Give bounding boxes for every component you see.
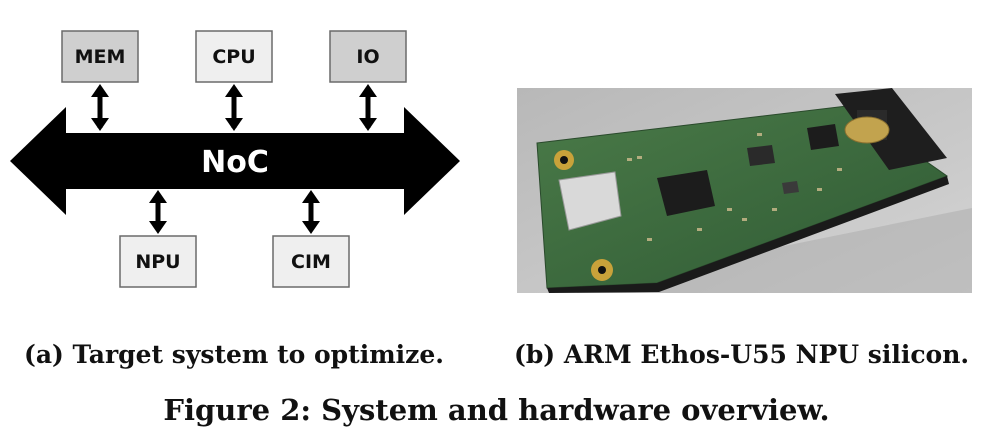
noc-system-diagram: NoC MEM CPU IO NPU CIM — [10, 30, 460, 288]
npu-block: NPU — [119, 235, 197, 288]
usb-c-connector — [558, 171, 622, 231]
io-block: IO — [329, 30, 407, 83]
mem-connector-arrow — [91, 84, 109, 131]
io-label: IO — [356, 46, 379, 68]
cpu-label: CPU — [212, 46, 255, 68]
main-chip — [657, 170, 715, 216]
cim-block: CIM — [272, 235, 350, 288]
cpu-block: CPU — [195, 30, 273, 83]
npu-label: NPU — [135, 251, 180, 273]
figure-title: Figure 2: System and hardware overview. — [163, 393, 830, 427]
io-connector-arrow — [359, 84, 377, 131]
noc-label: NoC — [201, 145, 269, 180]
caption-b: (b) ARM Ethos-U55 NPU silicon. — [514, 340, 970, 369]
caption-a: (a) Target system to optimize. — [24, 340, 444, 369]
mem-block: MEM — [61, 30, 139, 83]
noc-bus — [10, 107, 460, 215]
npu-connector-arrow — [149, 190, 167, 234]
mem-label: MEM — [75, 46, 126, 68]
coin-cell — [844, 116, 890, 144]
header-connector — [835, 88, 947, 170]
cim-connector-arrow — [302, 190, 320, 234]
cim-label: CIM — [291, 251, 331, 273]
pcb-photo — [517, 88, 972, 293]
cpu-connector-arrow — [225, 84, 243, 131]
